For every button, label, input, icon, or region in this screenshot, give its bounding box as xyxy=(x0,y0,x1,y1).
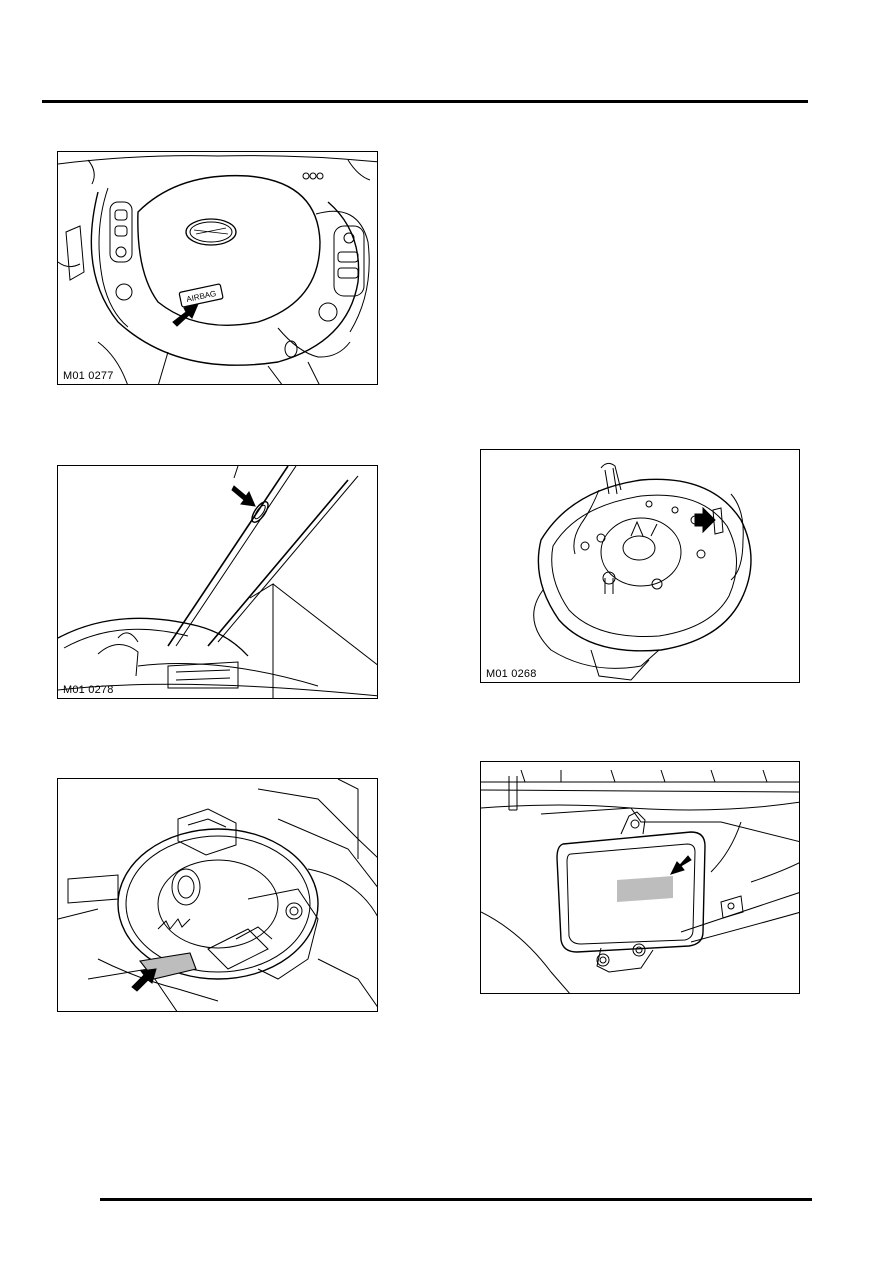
figure-airbag-module-rear: M01 0268 xyxy=(480,449,800,683)
figure-a-pillar-airbag: M01 0278 xyxy=(57,465,378,699)
arrow-icon xyxy=(232,486,255,506)
arrow-icon xyxy=(173,304,198,326)
figure-caption: M01 0268 xyxy=(486,668,537,680)
header-rule xyxy=(42,100,808,103)
arrow-icon xyxy=(132,969,156,991)
figure-steering-wheel-airbag: AIRBAG M01 0277 xyxy=(57,151,378,385)
airbag-callout-text: AIRBAG xyxy=(186,289,217,304)
figure-passenger-airbag-module xyxy=(480,761,800,994)
footer-rule xyxy=(100,1198,812,1201)
arrow-icon xyxy=(671,856,691,874)
figure-caption: M01 0278 xyxy=(63,684,114,696)
figure-caption: M01 0277 xyxy=(63,370,114,382)
figure-rotary-coupler xyxy=(57,778,378,1012)
arrow-icon xyxy=(695,508,715,532)
